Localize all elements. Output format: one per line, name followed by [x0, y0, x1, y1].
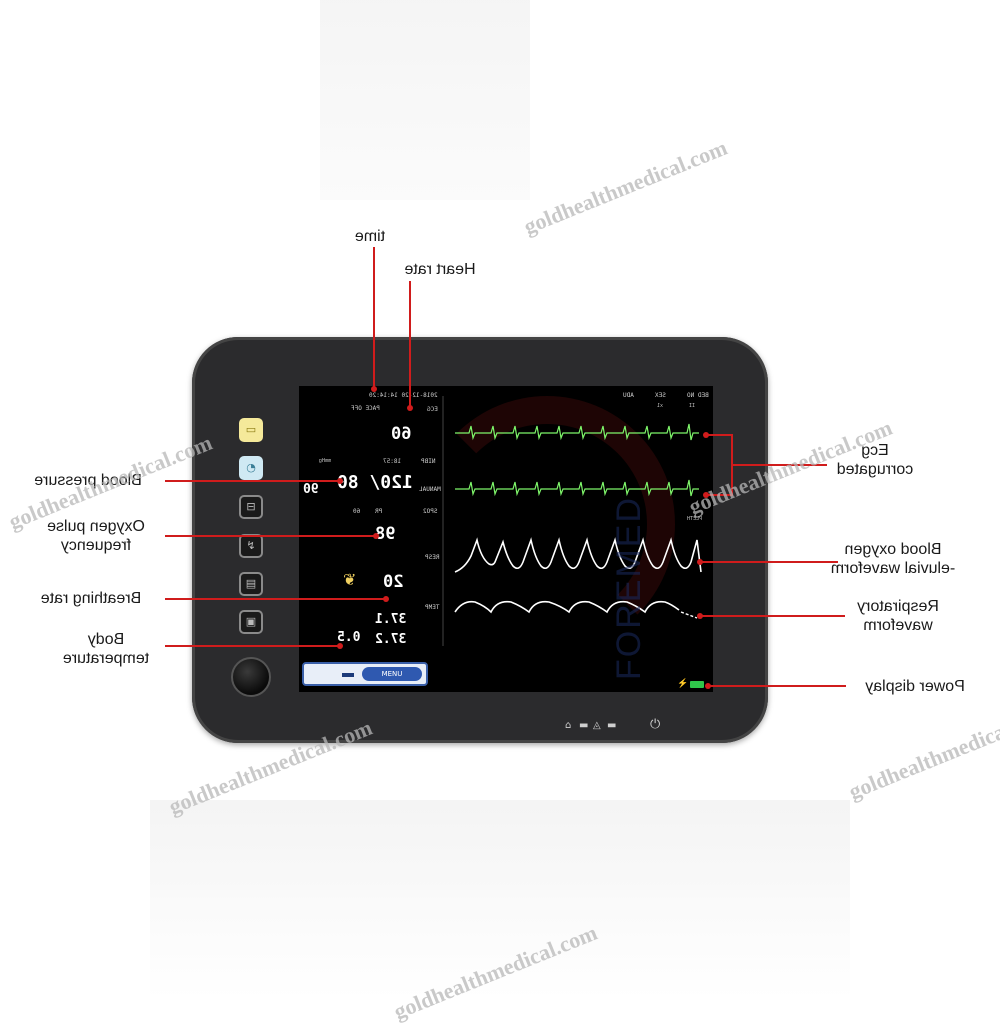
label-oxygen-pulse: Oxygen pulse frequency: [47, 518, 145, 554]
heart-rate-value: 60: [391, 424, 412, 444]
menu-button[interactable]: MENU: [362, 667, 422, 681]
menu-indicator: [342, 673, 354, 677]
monitor-screen: 2018-12-20 14:14:20 BED NO SEX ADU PACE …: [299, 386, 713, 692]
callout-dot-resp: [383, 596, 389, 602]
temp-label: TEMP: [425, 604, 440, 611]
record-button[interactable]: ▤: [239, 572, 263, 596]
nibp-time: 18:57: [383, 458, 402, 465]
callout-dot-ecg-1: [703, 432, 709, 438]
callout-dot-resp-wave: [697, 613, 703, 619]
menu-bar[interactable]: MENU: [302, 662, 428, 686]
rotary-knob[interactable]: [231, 657, 271, 697]
callout-dot-hr: [407, 405, 413, 411]
callout-line-ecg-bottom: [706, 494, 732, 496]
watermark-text: goldhealthmedical.com: [845, 699, 1000, 805]
sex-label: SEX: [655, 392, 666, 399]
freeze-button[interactable]: ⊟: [239, 495, 263, 519]
nibp-unit: mmHg: [319, 458, 332, 464]
resp-value: 20: [383, 572, 404, 592]
power-icon: ⏻: [650, 717, 661, 732]
lungs-icon: ❦: [343, 572, 357, 589]
callout-line-temp: [165, 645, 340, 647]
resp-label: RESP: [425, 554, 440, 561]
nibp-button[interactable]: ↯: [239, 534, 263, 558]
callout-line-hr: [409, 281, 411, 408]
callout-dot-temp: [337, 643, 343, 649]
callout-line-spo2-wave: [700, 561, 838, 563]
pr-value: 60: [353, 508, 361, 515]
lead-label: II: [689, 403, 696, 409]
callout-line-ecg: [731, 464, 827, 466]
label-blood-oxygen: Blood oxygen -eluvial waveform: [830, 541, 956, 577]
silence-button[interactable]: ◔: [239, 456, 263, 480]
ecg-wave-1: [455, 423, 699, 441]
callout-dot-time: [371, 386, 377, 392]
callout-dot-ecg-2: [703, 492, 709, 498]
callout-dot-bp: [337, 478, 343, 484]
gain-label: x1: [657, 403, 664, 409]
ecg-label: ECG: [427, 406, 438, 413]
callout-line-resp: [165, 598, 385, 600]
resp-wave: [454, 600, 680, 614]
callout-line-ecg-top: [706, 434, 732, 436]
bp-value: 120/ 80: [337, 472, 413, 493]
temp-t2-value: 37.2: [375, 632, 407, 647]
callout-line-bp: [165, 480, 340, 482]
ecg-wave-2: [455, 479, 699, 497]
pace-label: PACE OFF: [351, 405, 380, 412]
label-respiratory: Respiratory waveform: [857, 598, 939, 634]
label-body-temperature: Body temperature: [62, 631, 150, 667]
callout-line-time: [373, 247, 375, 388]
callout-line-resp-wave: [700, 615, 845, 617]
background-fade: [320, 0, 530, 200]
label-breathing-rate: Breathing rate: [40, 590, 142, 607]
datetime-readout: 2018-12-20 14:14:20: [369, 392, 438, 399]
label-heart-rate: Heart rate: [404, 261, 476, 278]
alarm-button[interactable]: ▭: [239, 418, 263, 442]
bp-map-value: 90: [303, 482, 319, 497]
bed-label: BED NO: [687, 392, 709, 399]
patient-type-label: ADU: [623, 392, 634, 399]
battery-icon: [690, 681, 704, 688]
label-time: time: [354, 228, 386, 245]
pr-label: PR: [375, 508, 383, 515]
manual-label: MANUAL: [419, 486, 441, 493]
callout-dot-spo2-wave: [697, 559, 703, 565]
callout-line-power: [708, 685, 846, 687]
label-power: Power display: [865, 678, 965, 695]
callout-line-spo2: [165, 535, 375, 537]
callout-dot-power: [705, 683, 711, 689]
temp-t1-value: 37.1: [375, 612, 407, 627]
nibp-label: NIBP: [421, 458, 436, 465]
watermark-text: goldhealthmedical.com: [520, 134, 731, 240]
menu-key-button[interactable]: ▣: [239, 610, 263, 634]
background-fade: [150, 800, 850, 1000]
ac-power-icon: ⚡: [677, 678, 689, 688]
spo2-pleth-wave: [454, 537, 702, 573]
spo2-label: SPO2: [423, 508, 438, 515]
callout-dot-spo2: [373, 533, 379, 539]
waveform-canvas: [442, 396, 702, 646]
indicator-strip: ⌂ ▬ ◬ ▬ ⏻: [565, 717, 661, 732]
brand-watermark: FOREMED: [610, 496, 648, 680]
